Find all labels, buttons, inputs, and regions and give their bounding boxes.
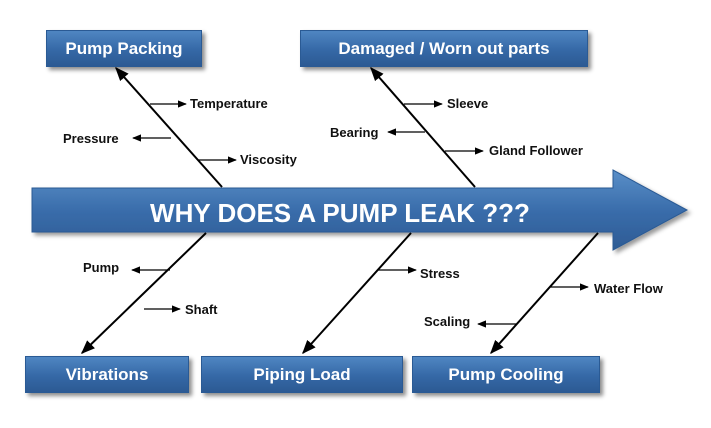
bone-piping-load <box>302 232 412 355</box>
bone-pump-cooling <box>490 232 599 355</box>
category-vibrations: Vibrations <box>25 356 189 393</box>
cause-pressure: Pressure <box>63 131 119 146</box>
spine-arrow <box>31 169 689 251</box>
category-damaged-parts: Damaged / Worn out parts <box>300 30 588 67</box>
category-piping-load: Piping Load <box>201 356 403 393</box>
bone-pump-packing <box>115 66 223 188</box>
cause-shaft: Shaft <box>185 302 218 317</box>
cause-water-flow: Water Flow <box>594 281 663 296</box>
cause-viscosity: Viscosity <box>240 152 297 167</box>
bone-damaged-parts <box>370 66 476 188</box>
category-pump-packing: Pump Packing <box>46 30 202 67</box>
cause-gland-follower: Gland Follower <box>489 143 583 158</box>
category-pump-cooling: Pump Cooling <box>412 356 600 393</box>
cause-pump: Pump <box>83 260 120 275</box>
bone-vibrations <box>80 232 207 354</box>
cause-scaling: Scaling <box>424 314 471 329</box>
problem-statement: WHY DOES A PUMP LEAK ??? <box>150 198 530 228</box>
cause-bearing: Bearing <box>330 125 379 140</box>
cause-stress: Stress <box>420 266 460 281</box>
cause-temperature: Temperature <box>190 96 268 111</box>
cause-sleeve: Sleeve <box>447 96 489 111</box>
